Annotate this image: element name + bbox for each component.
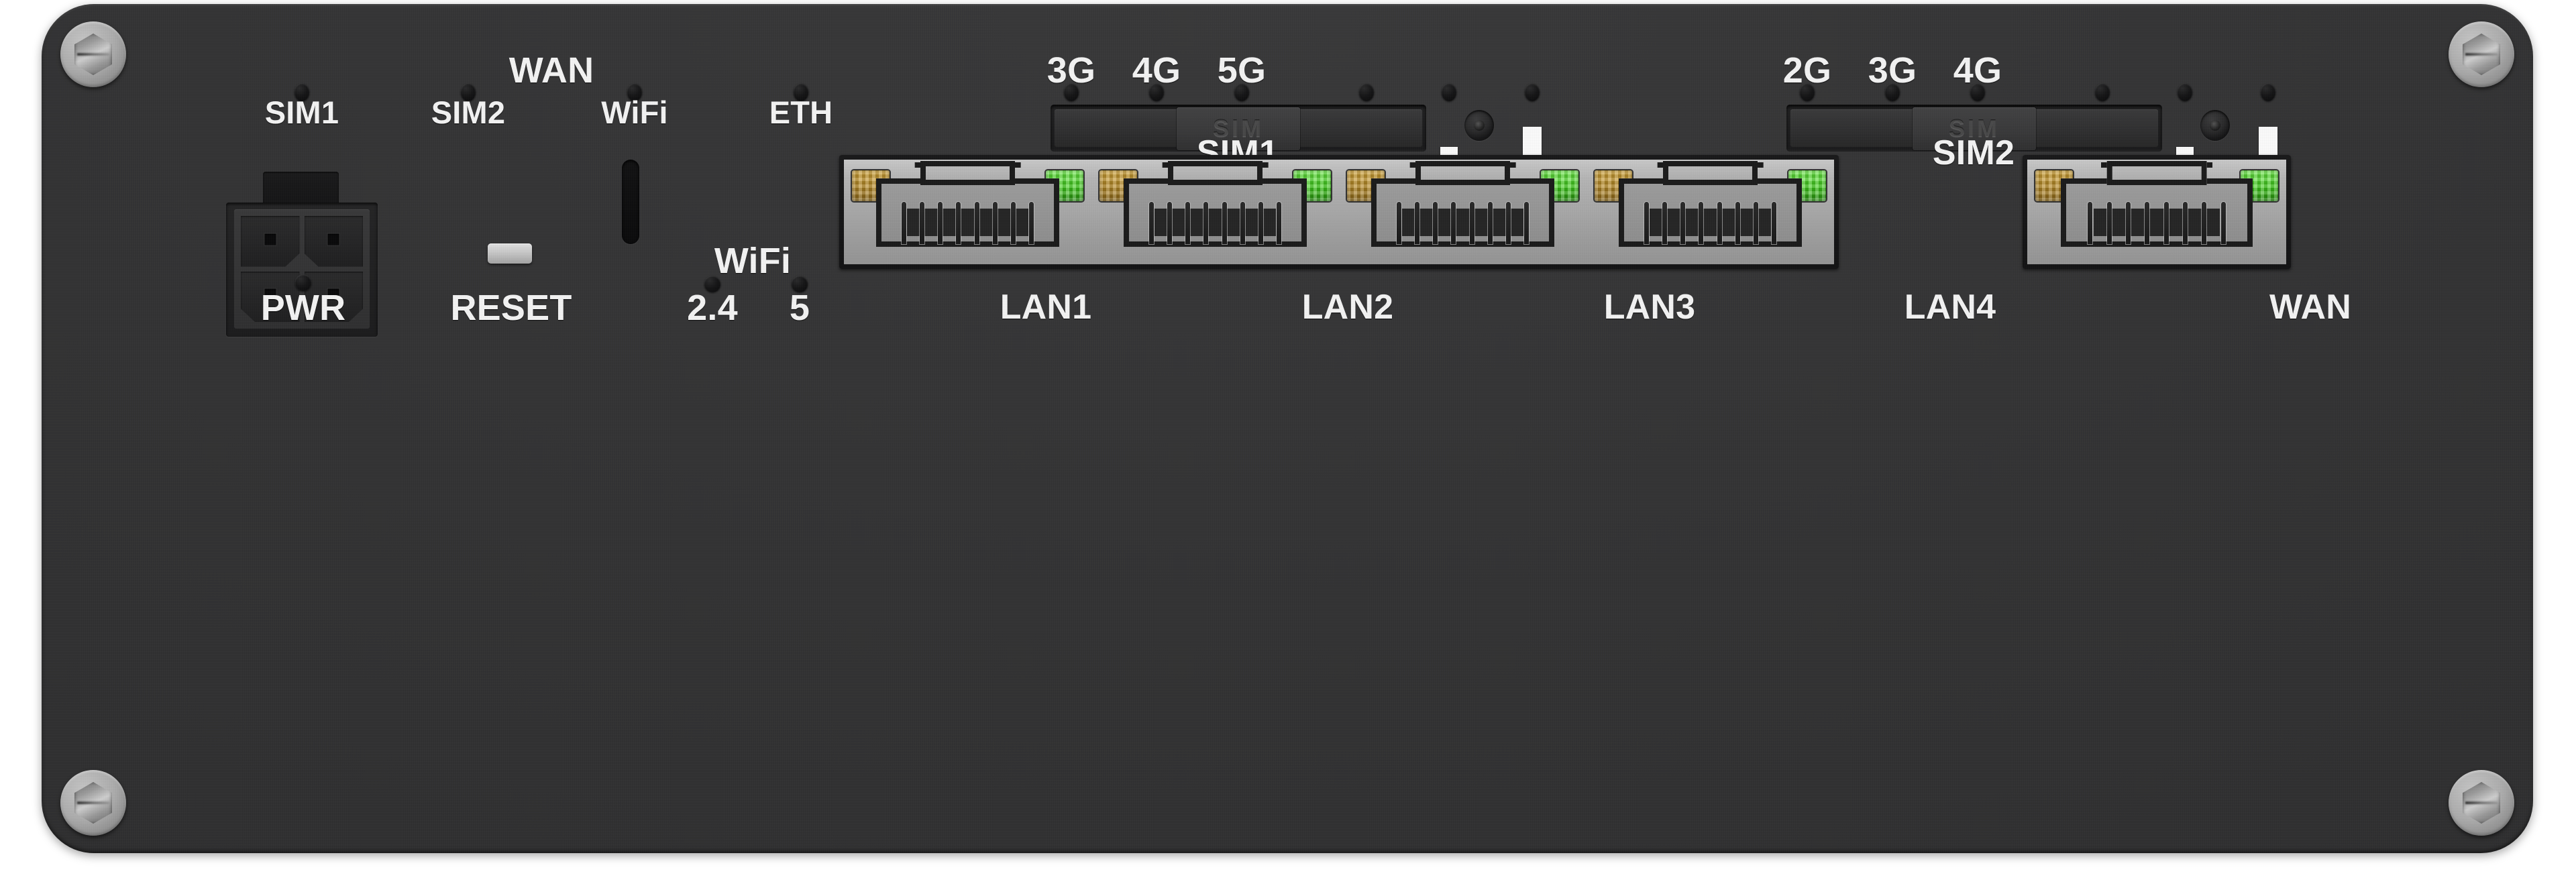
label-reset: RESET (450, 288, 572, 328)
led-wifi (627, 83, 643, 101)
screw-top-left (60, 21, 126, 87)
rj45-wan-pin-block (2093, 209, 2220, 236)
rj45-lan4-contacts (1644, 201, 1776, 244)
rj45-lan1-pin-block (907, 209, 1028, 236)
led-pwr (294, 274, 312, 291)
sim2-tray-slot[interactable]: SIM (1786, 105, 2162, 152)
rj45-wan-cavity (2061, 161, 2253, 247)
label-lan3: LAN3 (1603, 288, 1696, 327)
wan-group-label: WAN (508, 50, 594, 91)
label-eth: ETH (769, 95, 833, 130)
rj45-lan2-cavity (1123, 161, 1307, 247)
rj45-lan3-key-notch (1415, 161, 1511, 185)
led-eth (793, 83, 809, 101)
led-5g-sim1 (1234, 83, 1250, 101)
rj45-lan2-contacts (1149, 201, 1281, 244)
rj45-lan1-key-notch (920, 161, 1016, 185)
led-wifi-24 (704, 276, 721, 292)
power-pin-4 (304, 271, 363, 322)
rj45-lan4-key-notch (1662, 161, 1758, 185)
led-signal2-sim2 (2177, 83, 2193, 101)
sim1-tray-emboss-label: SIM (1212, 115, 1264, 142)
rj45-lan3[interactable] (1339, 160, 1587, 264)
sim2-eject-pinhole[interactable] (2200, 110, 2230, 141)
sim2-tray-emboss-label: SIM (1948, 115, 2000, 142)
label-lan1: LAN1 (1000, 288, 1092, 327)
screw-bottom-right (2449, 770, 2514, 836)
rj45-lan3-contacts (1397, 201, 1529, 244)
rj45-wan-key-notch (2106, 161, 2207, 185)
led-signal1-sim2 (2094, 83, 2110, 101)
led-sim2 (460, 83, 476, 101)
lan-port-block (839, 155, 1839, 269)
rj45-wan[interactable] (2027, 160, 2286, 264)
vent-slot (622, 160, 639, 244)
rj45-lan3-cavity (1371, 161, 1555, 247)
wifi-band-section: WiFi 2.4 5 (42, 4, 2533, 853)
led-4g-sim2 (1970, 83, 1986, 101)
power-pin-3 (241, 271, 300, 322)
wan-port-plate (2027, 160, 2286, 264)
label-pwr: PWR (260, 288, 346, 328)
rj45-lan4[interactable] (1587, 160, 1834, 264)
led-2g-sim2 (1799, 83, 1815, 101)
led-signal3-sim1 (1524, 83, 1540, 101)
rj45-lan1-contacts (902, 201, 1034, 244)
led-4g-sim1 (1148, 83, 1165, 101)
power-section: PWR (42, 4, 2533, 853)
reset-section: RESET (42, 4, 2533, 853)
screw-top-right (2449, 21, 2514, 87)
sim2-tray-tab[interactable]: SIM (1913, 107, 2036, 150)
led-sim1 (294, 83, 310, 101)
sim2-caption: SIM2 (1932, 133, 2015, 172)
label-sim2: SIM2 (431, 95, 506, 130)
wan-port-block (2023, 155, 2291, 269)
sim1-tray-slot[interactable]: SIM (1051, 105, 1426, 152)
wifi-group-label: WiFi (714, 241, 792, 281)
power-pin-2 (304, 216, 363, 267)
rj45-lan1-cavity (875, 161, 1060, 247)
label-wan-port: WAN (2269, 288, 2351, 327)
port-captions: LAN1 LAN2 LAN3 LAN4 WAN (42, 4, 2533, 853)
reset-button[interactable] (488, 243, 532, 264)
rj45-lan3-pin-block (1402, 209, 1523, 236)
sim1-eject-pinhole[interactable] (1464, 110, 1494, 141)
sim1-tray-tab[interactable]: SIM (1177, 107, 1300, 150)
power-connector-4pin[interactable] (226, 203, 378, 337)
label-wifi: WiFi (601, 95, 668, 130)
status-led-group-left: WAN SIM1 SIM2 WiFi ETH (42, 4, 2533, 853)
power-connector-shroud (234, 209, 370, 329)
led-3g-sim1 (1063, 83, 1079, 101)
vent-section (42, 4, 2533, 853)
led-signal2-sim1 (1441, 83, 1457, 101)
label-wifi-5: 5 (789, 288, 810, 328)
lan-port-plate (844, 160, 1834, 264)
led-wifi-5 (791, 276, 808, 292)
rj45-lan1[interactable] (844, 160, 1091, 264)
rj45-lan4-cavity (1618, 161, 1803, 247)
label-sim1: SIM1 (264, 95, 339, 130)
label-lan2: LAN2 (1301, 288, 1394, 327)
led-3g-sim2 (1884, 83, 1900, 101)
sim2-block: 2G 3G 4G SIM SIM2 (42, 4, 2533, 853)
router-chassis: WAN SIM1 SIM2 WiFi ETH 3G 4G 5G SIM SIM1 (42, 4, 2533, 853)
label-wifi-24: 2.4 (687, 288, 738, 328)
label-lan4: LAN4 (1904, 288, 1996, 327)
led-signal3-sim2 (2260, 83, 2276, 101)
rj45-lan2[interactable] (1091, 160, 1339, 264)
power-pin-1 (241, 216, 300, 267)
rj45-wan-contacts (2088, 201, 2226, 244)
led-signal1-sim1 (1358, 83, 1375, 101)
rj45-lan2-key-notch (1167, 161, 1263, 185)
rj45-lan4-pin-block (1650, 209, 1771, 236)
rj45-lan2-pin-block (1155, 209, 1276, 236)
screw-bottom-left (60, 770, 126, 836)
